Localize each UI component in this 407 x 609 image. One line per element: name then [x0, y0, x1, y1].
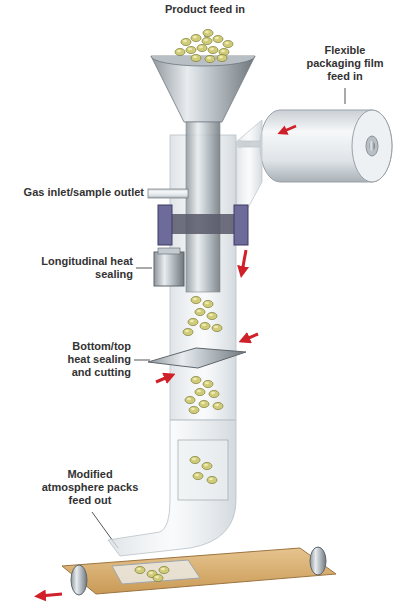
conveyor [40, 547, 336, 596]
product-in-bag [185, 376, 223, 413]
callout-label: Bottom/top heat sealing and cutting [48, 340, 131, 379]
callout-label: Modified atmosphere packs feed out [38, 468, 142, 507]
product-peas [175, 29, 233, 55]
callout-label: Gas inlet/sample outlet [4, 186, 144, 199]
leader-lines [92, 31, 345, 548]
cross-seal-jaw [148, 348, 246, 368]
callout-label: Flexible packaging film feed in [298, 44, 392, 83]
callout-label: Longitudinal heat sealing [38, 255, 133, 281]
gas-pipe [148, 189, 188, 198]
hopper-funnel [151, 54, 255, 292]
product-in-tube [183, 296, 222, 335]
callout-label: Product feed in [160, 3, 250, 16]
longitudinal-sealer [154, 205, 248, 286]
